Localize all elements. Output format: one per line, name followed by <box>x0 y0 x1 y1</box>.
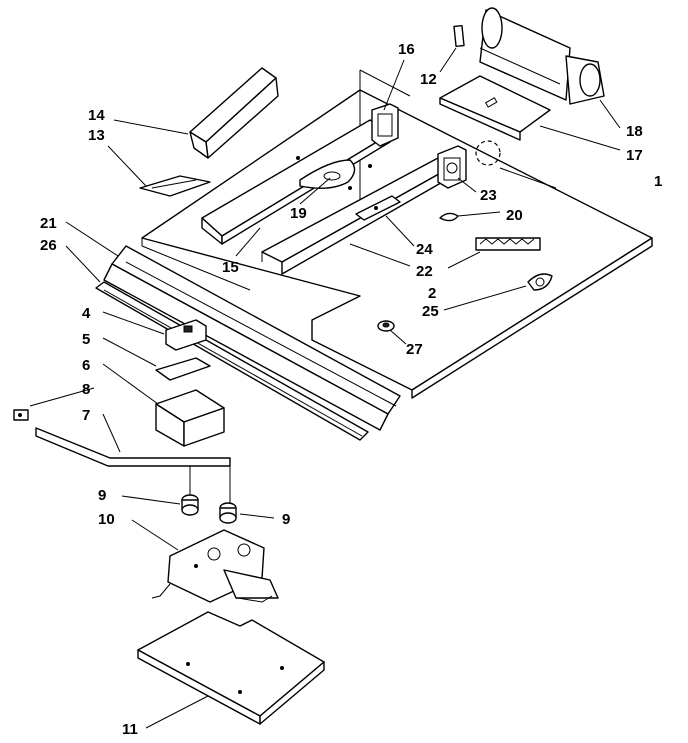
callout-19: 19 <box>290 205 307 222</box>
part-26-trim-strip <box>95 281 369 441</box>
callout-1: 1 <box>654 173 662 190</box>
callout-16: 16 <box>398 41 415 58</box>
part-27-grommet <box>377 320 395 332</box>
callout-17: 17 <box>626 147 643 164</box>
callout-7: 7 <box>82 407 90 424</box>
callout-10: 10 <box>98 511 115 528</box>
part-17-mounting-plate <box>439 75 551 141</box>
callout-14: 14 <box>88 107 105 124</box>
part-12-clip <box>453 24 465 48</box>
callout-6: 6 <box>82 357 90 374</box>
callout-20: 20 <box>506 207 523 224</box>
callout-25: 25 <box>422 303 439 320</box>
callout-27: 27 <box>406 341 423 358</box>
callout-labels: 1 2 4 5 6 8 7 9 9 10 11 12 13 14 15 16 1… <box>40 41 662 738</box>
part-14-deflector <box>189 67 279 159</box>
part-21-front-rail <box>103 245 401 431</box>
part-24-bracket <box>355 195 401 221</box>
callout-4: 4 <box>82 305 91 322</box>
callout-9-left: 9 <box>98 487 106 504</box>
guide-line <box>359 69 411 97</box>
callout-11: 11 <box>122 721 138 738</box>
callout-21: 21 <box>40 215 57 232</box>
callout-15: 15 <box>222 259 239 276</box>
callout-2: 2 <box>428 285 436 302</box>
part-6-bracket-box <box>155 389 225 447</box>
callout-9-right: 9 <box>282 511 290 528</box>
part-8-pin <box>13 409 29 421</box>
part-16-vent-block <box>371 103 399 147</box>
part-9-bushing-left <box>181 494 199 516</box>
leader-lines <box>29 47 621 729</box>
part-11-cover-plate <box>137 611 325 725</box>
part-4-switch <box>165 319 207 351</box>
part-9-bushing-right <box>219 502 237 524</box>
callout-23: 23 <box>480 187 497 204</box>
callout-24: 24 <box>416 241 433 258</box>
part-18-blower <box>479 7 605 105</box>
hidden-outlet-circle <box>475 140 501 166</box>
part-1-base-panel <box>141 89 653 399</box>
part-5-insulator <box>155 357 211 381</box>
part-19-baffle <box>299 159 356 189</box>
callout-5: 5 <box>82 331 90 348</box>
part-2-terminal-block <box>475 237 541 251</box>
part-25-clamp <box>527 273 553 291</box>
callout-22: 22 <box>416 263 433 280</box>
part-13-shield <box>139 175 211 197</box>
callout-26: 26 <box>40 237 57 254</box>
part-10-latch-mechanism <box>151 529 279 603</box>
callout-12: 12 <box>420 71 437 88</box>
callout-18: 18 <box>626 123 643 140</box>
callout-13: 13 <box>88 127 105 144</box>
part-23-collar <box>437 145 467 189</box>
callout-8: 8 <box>82 381 90 398</box>
